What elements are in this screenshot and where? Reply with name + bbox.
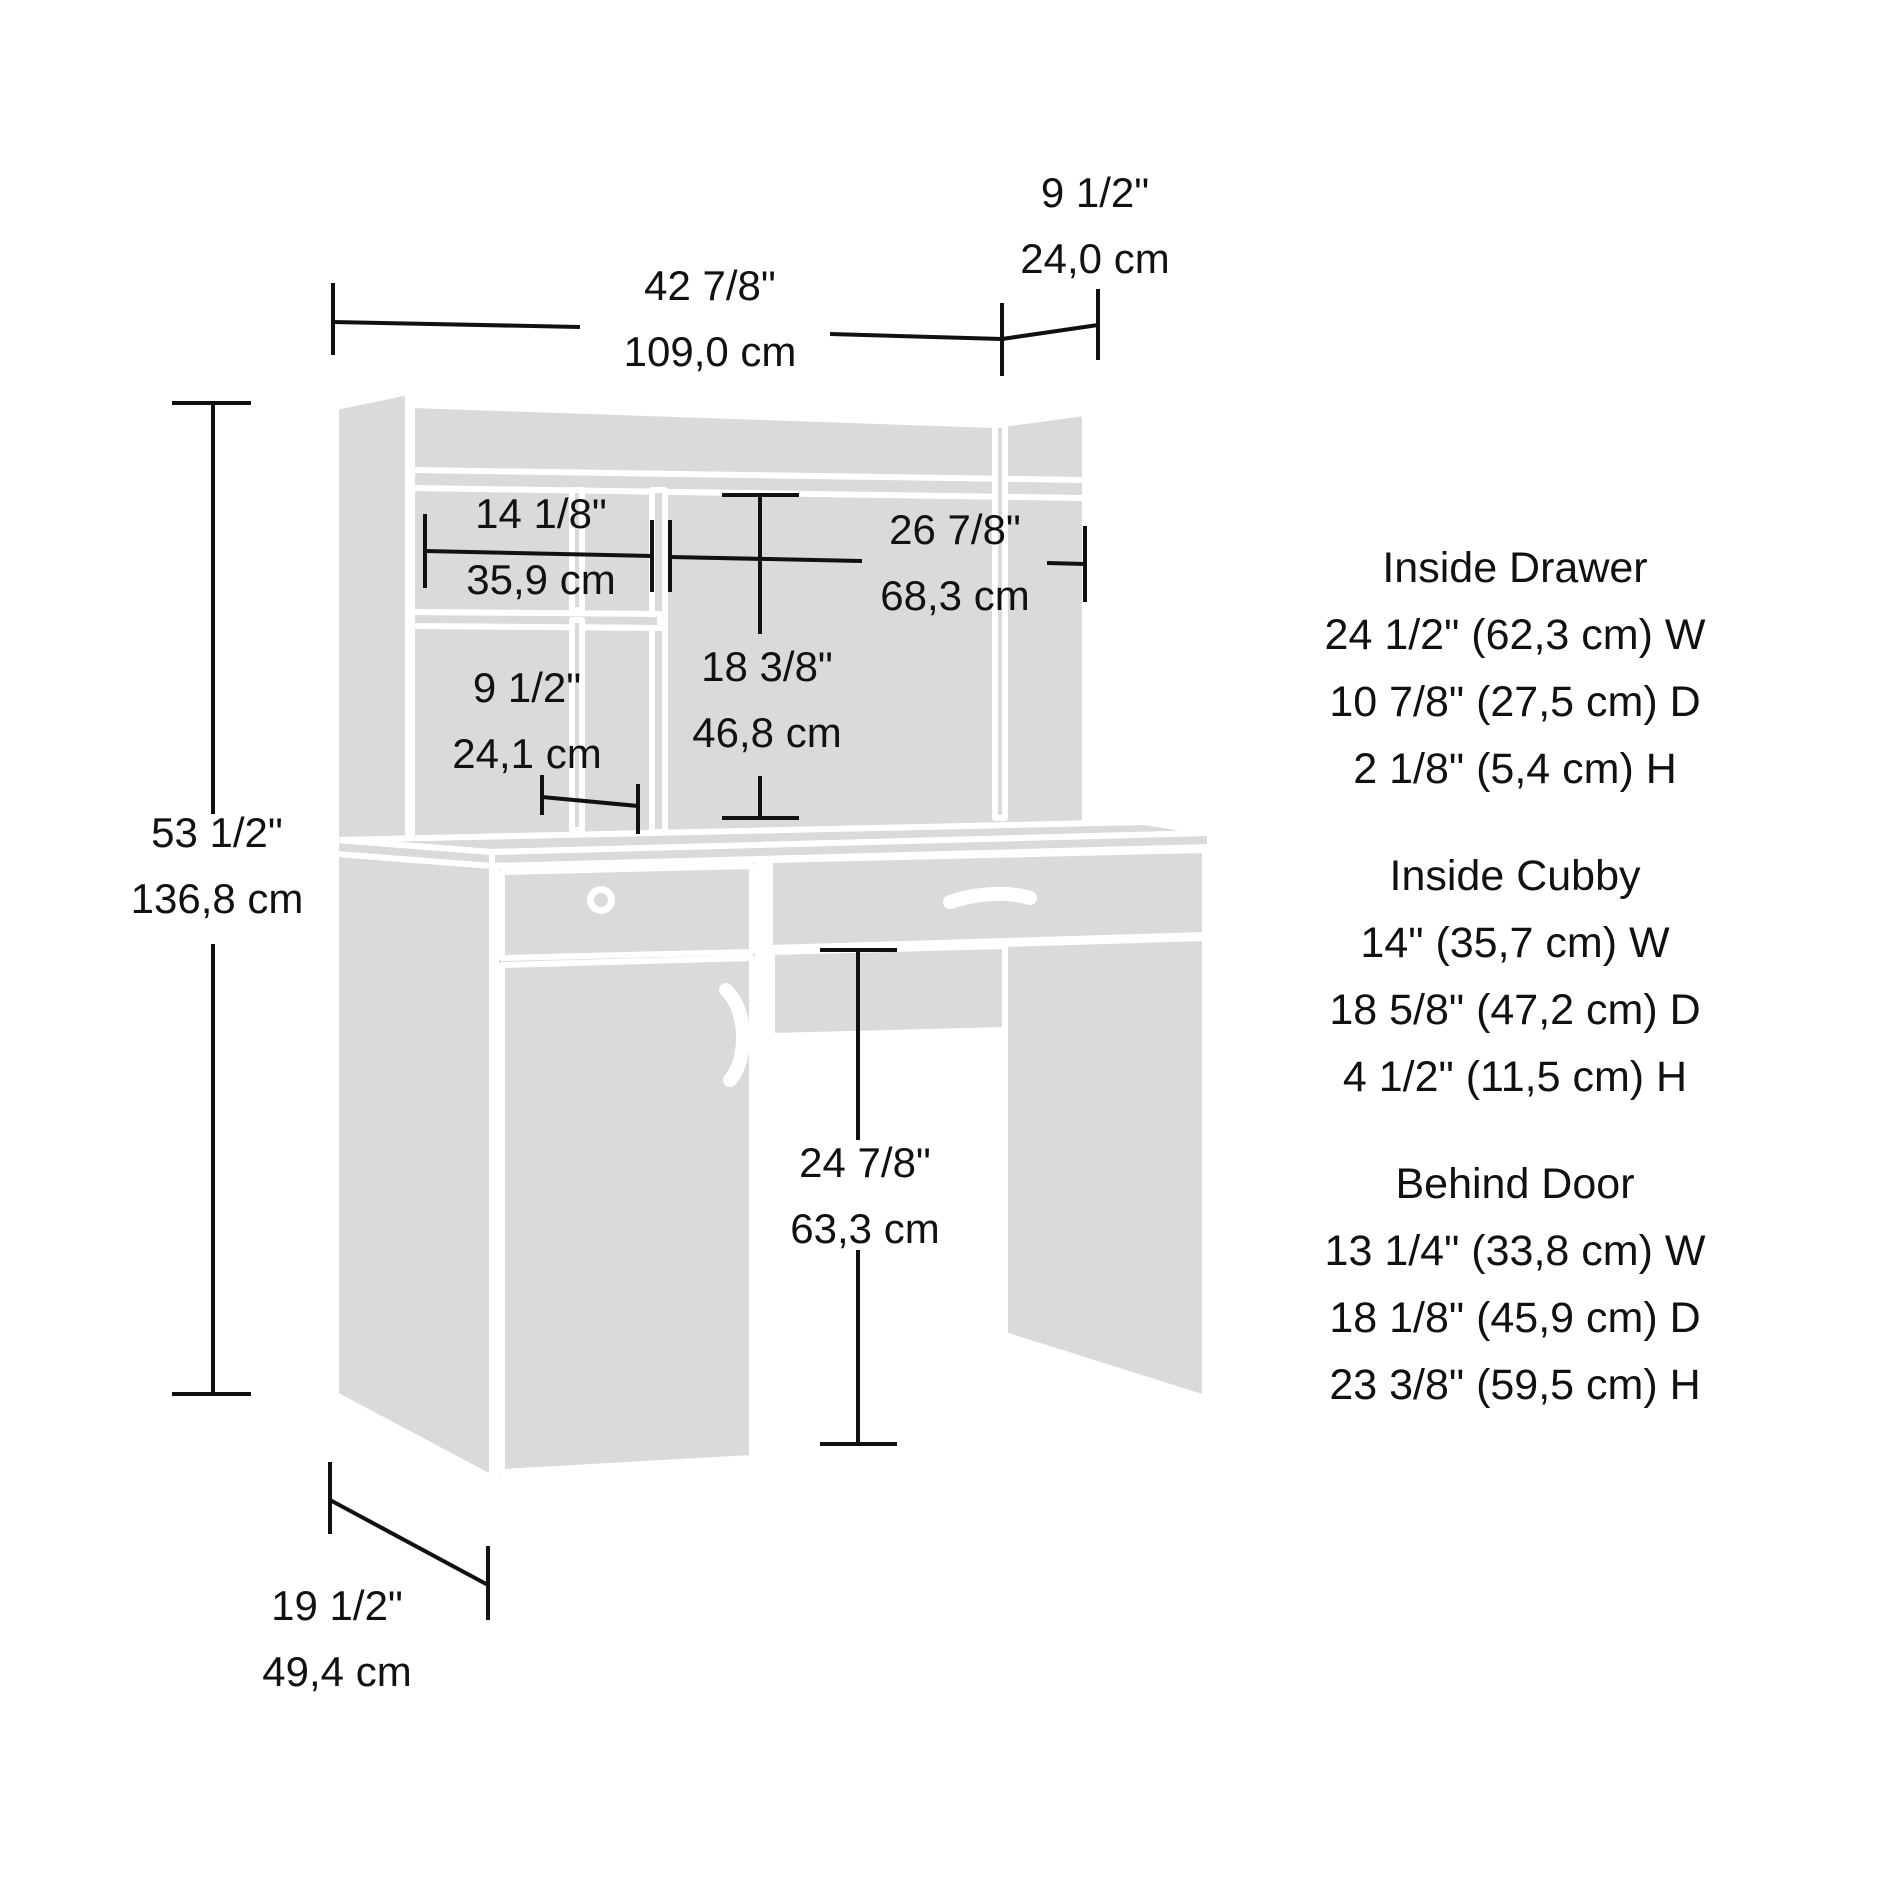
desk-left-side bbox=[333, 851, 495, 1481]
label-desk-depth-in: 19 1/2" bbox=[271, 1582, 403, 1629]
dim-line-hutch-depth bbox=[1001, 323, 1099, 341]
label-cubby-depth-in: 9 1/2" bbox=[472, 664, 582, 711]
dim-line-cubby-width bbox=[424, 549, 653, 558]
label-desk-depth: 19 1/2" 49,4 cm bbox=[262, 1573, 411, 1705]
spec-line: 23 3/8" (59,5 cm) H bbox=[1329, 1361, 1701, 1409]
drawer-handle bbox=[943, 886, 1037, 909]
spec-line: 24 1/2" (62,3 cm) W bbox=[1324, 611, 1706, 659]
interior-specs: Inside Drawer 24 1/2" (62,3 cm) W 10 7/8… bbox=[1290, 535, 1740, 1459]
label-shelf-height: 18 3/8" 46,8 cm bbox=[692, 634, 841, 766]
label-hutch-depth-in: 9 1/2" bbox=[1040, 169, 1150, 216]
dim-line-desk-depth bbox=[329, 1498, 489, 1587]
desk-top-front bbox=[489, 830, 1213, 869]
spec-line: 10 7/8" (27,5 cm) D bbox=[1329, 678, 1701, 726]
spec-behind-door: Behind Door 13 1/4" (33,8 cm) W 18 1/8" … bbox=[1290, 1151, 1740, 1419]
label-shelf-width-in: 26 7/8" bbox=[889, 506, 1021, 553]
spec-inside-cubby: Inside Cubby 14" (35,7 cm) W 18 5/8" (47… bbox=[1290, 843, 1740, 1111]
cabinet-door bbox=[499, 955, 755, 1475]
label-cubby-width-in: 14 1/8" bbox=[475, 490, 607, 537]
spec-line: 2 1/8" (5,4 cm) H bbox=[1353, 745, 1677, 793]
label-total-height-cm: 136,8 cm bbox=[130, 875, 304, 922]
spec-inside-drawer: Inside Drawer 24 1/2" (62,3 cm) W 10 7/8… bbox=[1290, 535, 1740, 803]
hutch-left-side bbox=[333, 389, 411, 848]
label-cubby-width: 14 1/8" 35,9 cm bbox=[466, 481, 615, 613]
label-shelf-width: 26 7/8" 68,3 cm bbox=[880, 497, 1029, 629]
label-knee-height-cm: 63,3 cm bbox=[790, 1205, 940, 1252]
spec-line: 14" (35,7 cm) W bbox=[1360, 919, 1670, 967]
hutch-right-divider bbox=[992, 422, 1008, 821]
spec-line: 18 5/8" (47,2 cm) D bbox=[1329, 986, 1701, 1034]
door-handle bbox=[719, 983, 751, 1087]
spec-line: 4 1/2" (11,5 cm) H bbox=[1342, 1053, 1688, 1101]
label-shelf-width-cm: 68,3 cm bbox=[880, 572, 1030, 619]
dim-line-shelf-width bbox=[669, 555, 863, 563]
hutch-cubby-shelf bbox=[409, 609, 663, 631]
label-total-width-in: 42 7/8" bbox=[644, 262, 776, 309]
modesty-panel bbox=[769, 943, 1008, 1039]
label-shelf-height-cm: 46,8 cm bbox=[692, 709, 842, 756]
spec-line: 18 1/8" (45,9 cm) D bbox=[1329, 1294, 1701, 1342]
label-hutch-depth-cm: 24,0 cm bbox=[1020, 235, 1170, 282]
hutch-upper-cubby-wall bbox=[569, 487, 585, 613]
dim-line-total-width bbox=[332, 320, 581, 329]
label-desk-depth-cm: 49,4 cm bbox=[262, 1648, 412, 1695]
spec-line: 13 1/4" (33,8 cm) W bbox=[1324, 1227, 1706, 1275]
label-total-width-cm: 109,0 cm bbox=[623, 328, 797, 375]
label-cubby-width-cm: 35,9 cm bbox=[466, 556, 616, 603]
label-total-height: 53 1/2" 136,8 cm bbox=[131, 800, 304, 932]
label-total-height-in: 53 1/2" bbox=[151, 809, 283, 856]
cabinet-cubby bbox=[499, 863, 755, 961]
label-cubby-depth-cm: 24,1 cm bbox=[452, 730, 602, 777]
label-shelf-height-in: 18 3/8" bbox=[701, 643, 833, 690]
label-cubby-depth: 9 1/2" 24,1 cm bbox=[452, 655, 601, 787]
spec-title: Inside Cubby bbox=[1389, 852, 1641, 900]
label-knee-height: 24 7/8" 63,3 cm bbox=[790, 1130, 939, 1262]
hutch-top-shelf bbox=[409, 467, 1088, 501]
hutch-left-cubby-wall bbox=[569, 617, 585, 833]
spec-title: Behind Door bbox=[1395, 1160, 1635, 1208]
label-hutch-depth: 9 1/2" 24,0 cm bbox=[1020, 160, 1169, 292]
desk-right-leg bbox=[1002, 935, 1208, 1401]
label-total-width: 42 7/8" 109,0 cm bbox=[624, 253, 797, 385]
dim-line-cubby-depth bbox=[541, 795, 639, 808]
spec-title: Inside Drawer bbox=[1382, 544, 1648, 592]
label-knee-height-in: 24 7/8" bbox=[799, 1139, 931, 1186]
